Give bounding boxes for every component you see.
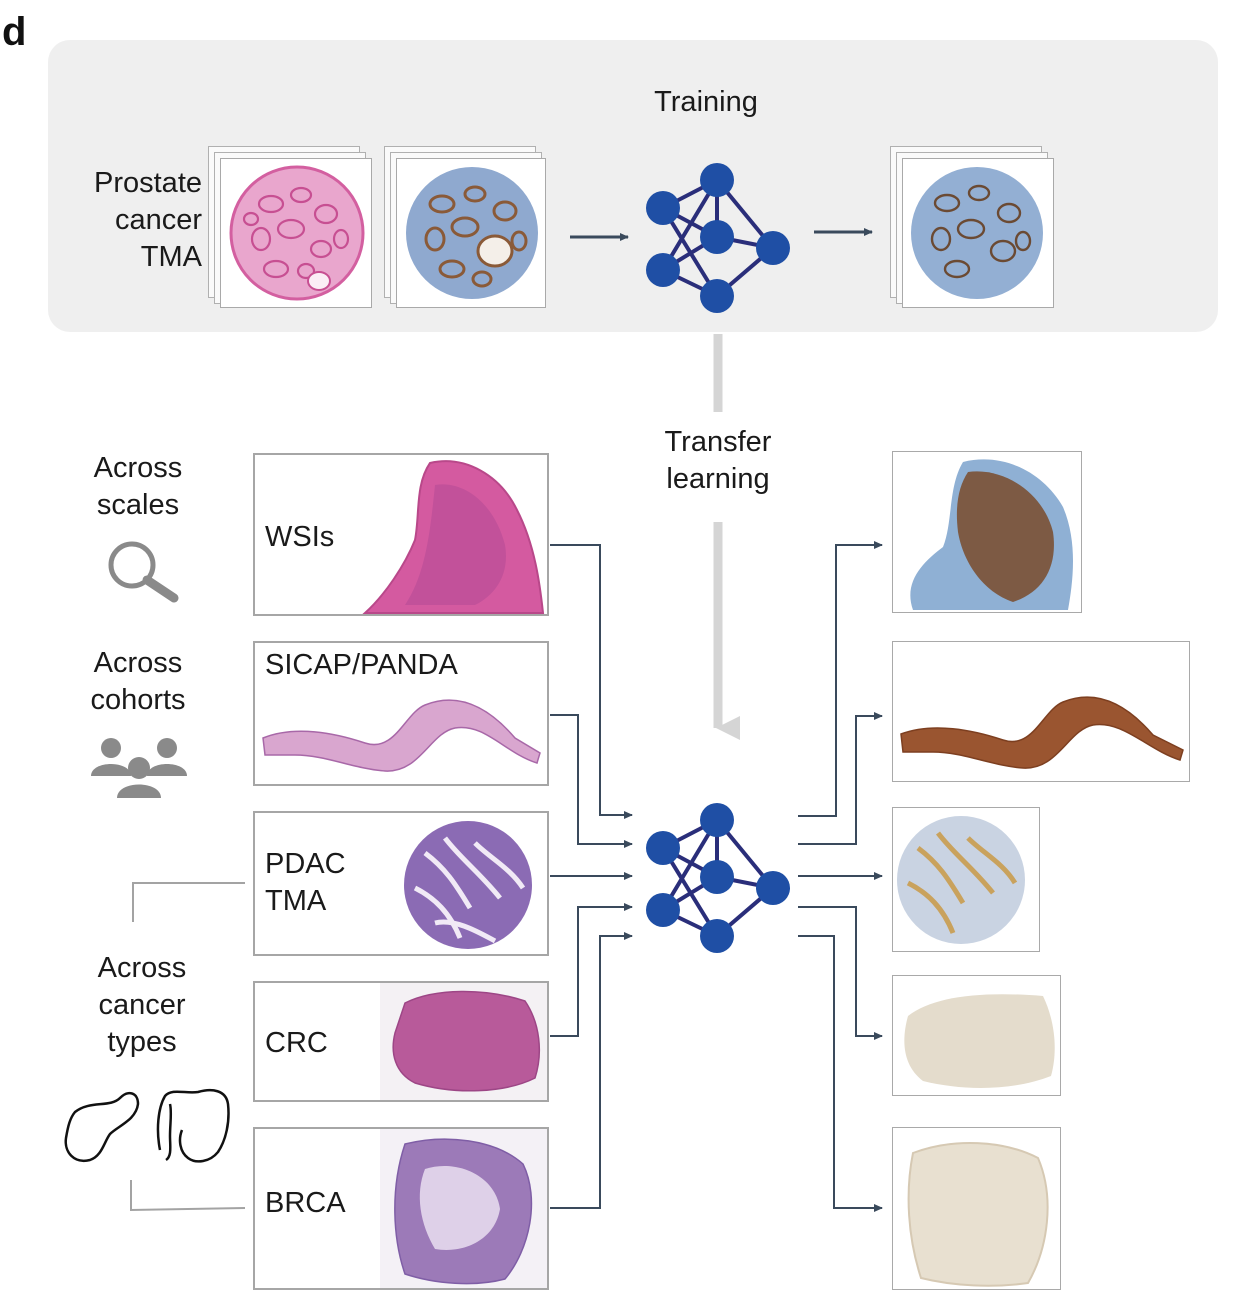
training-network [646, 163, 790, 313]
input-label-wsis: WSIs [265, 521, 335, 553]
input-label-sicap-panda: SICAP/PANDA [265, 649, 458, 681]
training-network-node [700, 163, 734, 197]
group-label-scales: Across scales [93, 452, 183, 521]
bracket-top [132, 882, 245, 922]
colon-icon [156, 1088, 230, 1163]
ihc-tma-image [396, 158, 546, 308]
connector-out-5 [798, 935, 883, 1212]
output-tile-5 [892, 1127, 1061, 1290]
connector-out-4 [798, 906, 883, 1040]
training-title: Training [654, 86, 758, 118]
connector-wsis [550, 544, 633, 819]
training-network-node [700, 220, 734, 254]
input-tile-pdac-tma: PDAC TMA [253, 811, 549, 956]
transfer-network-node [700, 860, 734, 894]
input-tile-crc: CRC [253, 981, 549, 1102]
input-tile-sicap-panda: SICAP/PANDA [253, 641, 549, 786]
input-tile-brca: BRCA [253, 1127, 549, 1290]
input-label-crc: CRC [265, 1027, 328, 1059]
training-network-node [756, 231, 790, 265]
panel-letter: d [2, 10, 27, 54]
transfer-network-node [700, 919, 734, 953]
transfer-network-edge [661, 818, 719, 912]
input-tile-wsis: WSIs [253, 453, 549, 616]
connector-out-1 [798, 541, 883, 817]
transfer-network-node [700, 803, 734, 837]
transfer-network [646, 803, 790, 953]
transfer-learning-label: Transfer learning [664, 426, 772, 495]
pancreas-icon [64, 1091, 140, 1163]
connector-crc [550, 903, 633, 1037]
bracket-bottom [130, 1180, 246, 1212]
output-tile-3 [892, 807, 1040, 952]
transfer-network-node [646, 831, 680, 865]
group-label-cancer-types: Across cancer types [97, 952, 187, 1058]
he-tma-image [220, 158, 372, 308]
training-network-node [646, 253, 680, 287]
connector-brca [550, 932, 633, 1209]
input-label-brca: BRCA [265, 1187, 346, 1219]
transfer-network-node [646, 893, 680, 927]
output-tile-2 [892, 641, 1190, 782]
input-label-pdac-tma: PDAC TMA [265, 848, 346, 917]
people-group-icon [91, 738, 187, 798]
training-network-node [700, 279, 734, 313]
connector-sicap [550, 714, 633, 848]
output-tile-1 [892, 451, 1082, 613]
training-input-label: Prostate cancer TMA [94, 167, 202, 273]
training-network-node [646, 191, 680, 225]
connector-out-2 [798, 712, 883, 845]
output-tma-image [902, 158, 1054, 308]
training-network-edge [661, 178, 719, 272]
magnifier-icon [108, 541, 179, 603]
transfer-network-node [756, 871, 790, 905]
group-label-cohorts: Across cohorts [90, 647, 186, 716]
output-tile-4 [892, 975, 1061, 1096]
